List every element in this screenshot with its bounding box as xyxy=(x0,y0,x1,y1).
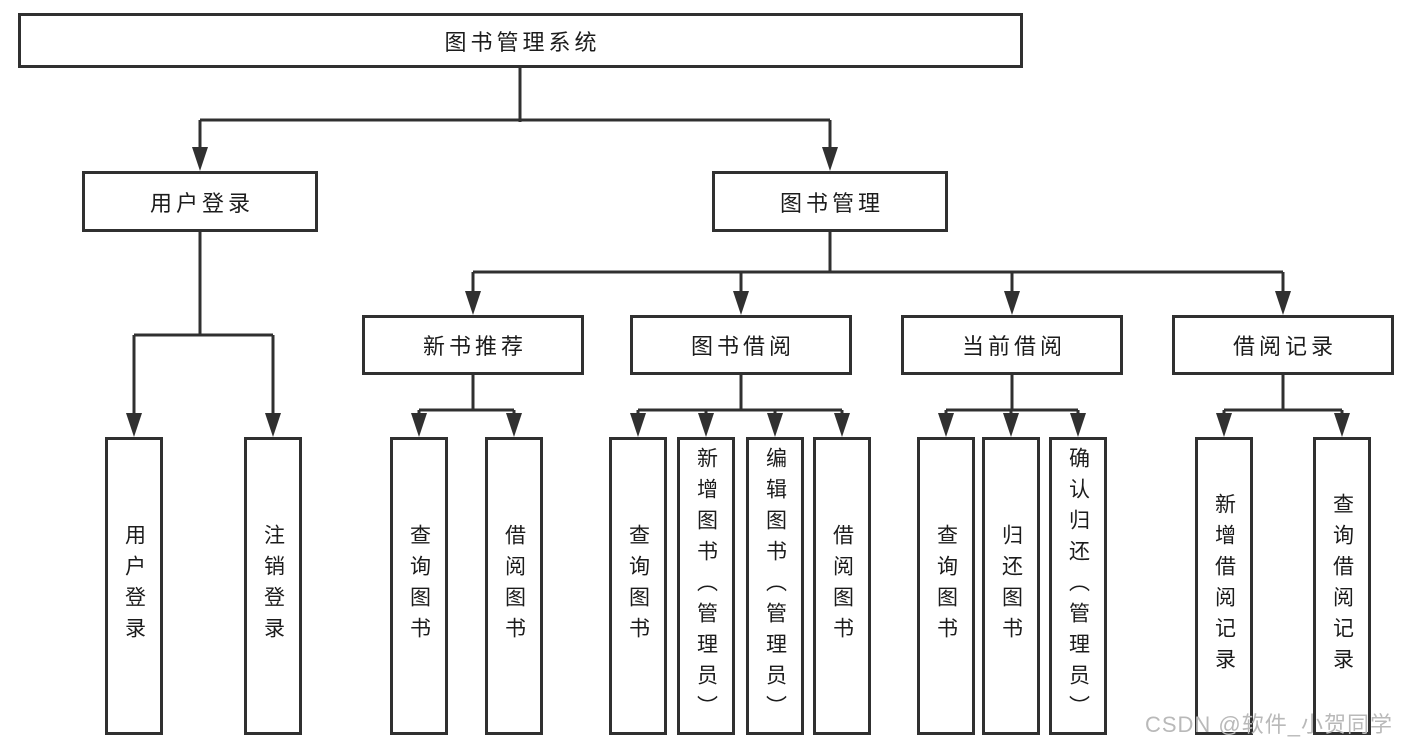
watermark: CSDN @软件_小贺同学 xyxy=(1144,712,1393,737)
node-label: 图书管理系统 xyxy=(444,29,601,55)
node-label: 用户登录 xyxy=(149,190,254,216)
node-label: 借阅图书 xyxy=(502,524,526,648)
arrowhead-icon xyxy=(192,147,208,171)
leaf-query-books-recommend: 查询图书 xyxy=(390,437,448,735)
leaf-logout: 注销登录 xyxy=(244,437,302,735)
node-new-book-recommendation: 新书推荐 xyxy=(362,315,584,375)
arrowhead-icon xyxy=(698,413,714,437)
node-label: 新书推荐 xyxy=(422,334,527,359)
arrowhead-icon xyxy=(1004,291,1020,315)
node-label: 新增图书（管理员） xyxy=(694,446,718,726)
node-borrowing-records: 借阅记录 xyxy=(1172,315,1394,375)
leaf-query-books-current: 查询图书 xyxy=(917,437,975,735)
arrowhead-icon xyxy=(938,413,954,437)
arrowhead-icon xyxy=(767,413,783,437)
arrowhead-icon xyxy=(126,413,142,437)
node-label: 编辑图书（管理员） xyxy=(763,446,787,726)
leaf-return-books: 归还图书 xyxy=(982,437,1040,735)
node-user-login: 用户登录 xyxy=(82,171,318,232)
leaf-borrow-books-recommend: 借阅图书 xyxy=(485,437,543,735)
leaf-add-book-admin: 新增图书（管理员） xyxy=(677,437,735,735)
node-library-management-system: 图书管理系统 xyxy=(18,13,1023,68)
node-label: 图书借阅 xyxy=(690,334,795,359)
node-label: 查询图书 xyxy=(626,524,650,648)
leaf-confirm-return-admin: 确认归还（管理员） xyxy=(1049,437,1107,735)
node-book-borrowing: 图书借阅 xyxy=(630,315,852,375)
leaf-edit-book-admin: 编辑图书（管理员） xyxy=(746,437,804,735)
node-label: 新增借阅记录 xyxy=(1212,493,1236,679)
node-label: 当前借阅 xyxy=(961,334,1066,359)
node-label: 注销登录 xyxy=(261,524,285,648)
node-label: 归还图书 xyxy=(999,524,1023,648)
arrowhead-icon xyxy=(506,413,522,437)
arrowheads xyxy=(126,147,1350,437)
arrowhead-icon xyxy=(265,413,281,437)
node-label: 查询借阅记录 xyxy=(1330,493,1354,679)
node-label: 查询图书 xyxy=(407,524,431,648)
arrowhead-icon xyxy=(465,291,481,315)
node-label: 用户登录 xyxy=(122,524,146,648)
node-current-borrowing: 当前借阅 xyxy=(901,315,1123,375)
leaf-query-books-borrowing: 查询图书 xyxy=(609,437,667,735)
node-label: 确认归还（管理员） xyxy=(1066,446,1090,726)
arrowhead-icon xyxy=(1275,291,1291,315)
leaf-borrow-books-borrowing: 借阅图书 xyxy=(813,437,871,735)
arrowhead-icon xyxy=(1334,413,1350,437)
arrowhead-icon xyxy=(1216,413,1232,437)
leaf-query-borrow-record: 查询借阅记录 xyxy=(1313,437,1371,735)
arrowhead-icon xyxy=(733,291,749,315)
leaf-user-login: 用户登录 xyxy=(105,437,163,735)
arrowhead-icon xyxy=(630,413,646,437)
arrowhead-icon xyxy=(834,413,850,437)
node-label: 借阅记录 xyxy=(1232,334,1337,359)
arrowhead-icon xyxy=(411,413,427,437)
node-book-management: 图书管理 xyxy=(712,171,948,232)
arrowhead-icon xyxy=(822,147,838,171)
node-label: 图书管理 xyxy=(779,190,884,216)
node-label: 借阅图书 xyxy=(830,524,854,648)
leaf-add-borrow-record: 新增借阅记录 xyxy=(1195,437,1253,735)
arrowhead-icon xyxy=(1003,413,1019,437)
node-label: 查询图书 xyxy=(934,524,958,648)
arrowhead-icon xyxy=(1070,413,1086,437)
